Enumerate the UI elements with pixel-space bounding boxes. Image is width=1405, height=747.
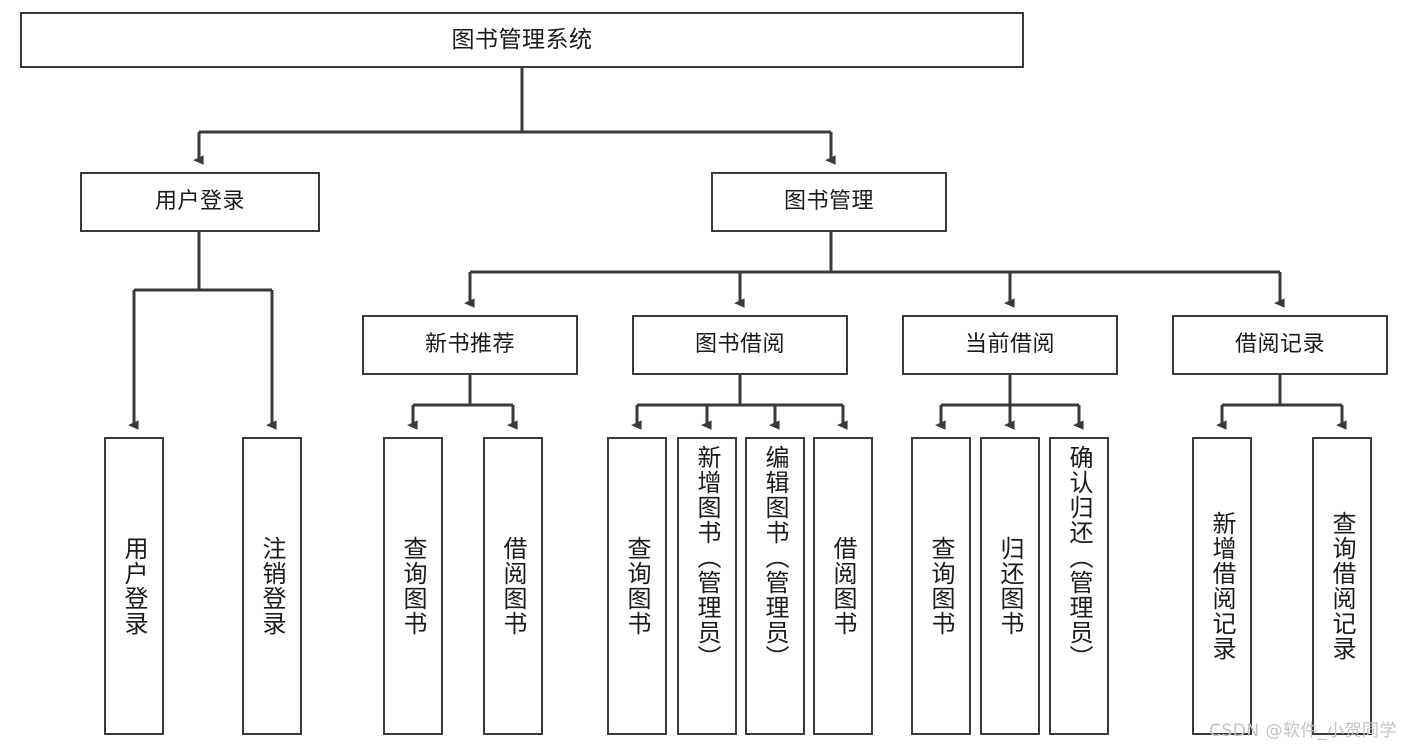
node-root-book-management-system[interactable]: 图书管理系统 bbox=[20, 12, 1024, 68]
node-label: 注销登录 bbox=[258, 536, 286, 636]
node-label: 用户登录 bbox=[120, 536, 148, 636]
csdn-watermark: CSDN @软件_小贺同学 bbox=[1209, 721, 1397, 741]
leaf-add-book-admin[interactable]: 新增图书（管理员） bbox=[677, 437, 737, 735]
leaf-borrow-book-recommend[interactable]: 借阅图书 bbox=[483, 437, 543, 735]
node-label: 当前借阅 bbox=[964, 332, 1055, 358]
node-label: 借阅记录 bbox=[1234, 332, 1325, 358]
leaf-query-book-borrow[interactable]: 查询图书 bbox=[607, 437, 667, 735]
leaf-confirm-return-admin[interactable]: 确认归还（管理员） bbox=[1049, 437, 1109, 735]
node-label: 确认归还（管理员） bbox=[1065, 445, 1093, 670]
leaf-query-book-recommend[interactable]: 查询图书 bbox=[383, 437, 443, 735]
leaf-logout[interactable]: 注销登录 bbox=[242, 437, 302, 735]
node-label: 查询图书 bbox=[399, 536, 427, 636]
node-label: 查询图书 bbox=[927, 536, 955, 636]
leaf-edit-book-admin[interactable]: 编辑图书（管理员） bbox=[745, 437, 805, 735]
node-new-book-recommend[interactable]: 新书推荐 bbox=[362, 315, 578, 375]
node-label: 用户登录 bbox=[154, 189, 245, 215]
node-label: 新增借阅记录 bbox=[1208, 511, 1236, 661]
node-label: 图书管理系统 bbox=[451, 26, 593, 53]
node-label: 编辑图书（管理员） bbox=[761, 445, 789, 670]
node-label: 图书管理 bbox=[783, 189, 874, 215]
node-label: 归还图书 bbox=[996, 536, 1024, 636]
leaf-query-book-current[interactable]: 查询图书 bbox=[911, 437, 971, 735]
leaf-query-borrow-record[interactable]: 查询借阅记录 bbox=[1312, 437, 1372, 735]
node-book-management[interactable]: 图书管理 bbox=[711, 172, 947, 232]
node-user-login[interactable]: 用户登录 bbox=[80, 172, 320, 232]
node-label: 查询图书 bbox=[623, 536, 651, 636]
node-book-borrow[interactable]: 图书借阅 bbox=[632, 315, 848, 375]
node-label: 查询借阅记录 bbox=[1328, 511, 1356, 661]
node-label: 新书推荐 bbox=[424, 332, 515, 358]
leaf-add-borrow-record[interactable]: 新增借阅记录 bbox=[1192, 437, 1252, 735]
leaf-borrow-book[interactable]: 借阅图书 bbox=[813, 437, 873, 735]
node-label: 借阅图书 bbox=[829, 536, 857, 636]
node-borrow-record[interactable]: 借阅记录 bbox=[1172, 315, 1388, 375]
node-label: 新增图书（管理员） bbox=[693, 445, 721, 670]
node-label: 借阅图书 bbox=[499, 536, 527, 636]
node-label: 图书借阅 bbox=[694, 332, 785, 358]
leaf-user-login[interactable]: 用户登录 bbox=[104, 437, 164, 735]
node-current-borrow[interactable]: 当前借阅 bbox=[902, 315, 1118, 375]
leaf-return-book[interactable]: 归还图书 bbox=[980, 437, 1040, 735]
